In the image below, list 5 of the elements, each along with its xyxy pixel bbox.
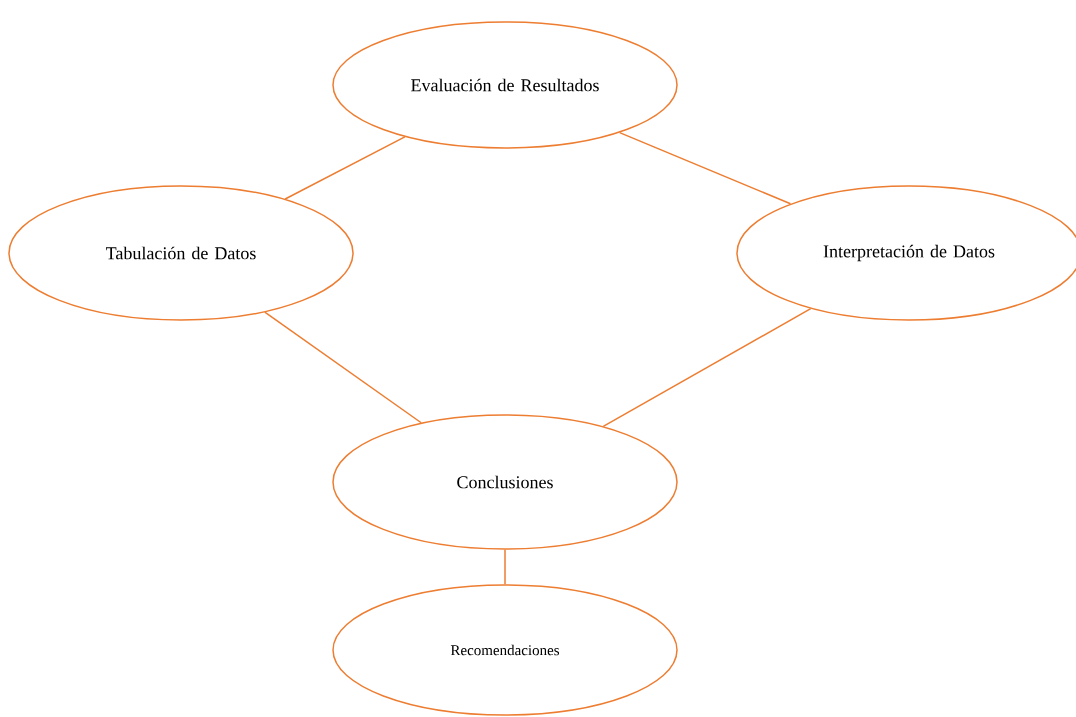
connector-line: [618, 131, 792, 205]
connector-line: [264, 311, 422, 424]
connector-line: [602, 307, 812, 428]
connector-line: [284, 136, 406, 200]
connector-line: [504, 549, 506, 585]
